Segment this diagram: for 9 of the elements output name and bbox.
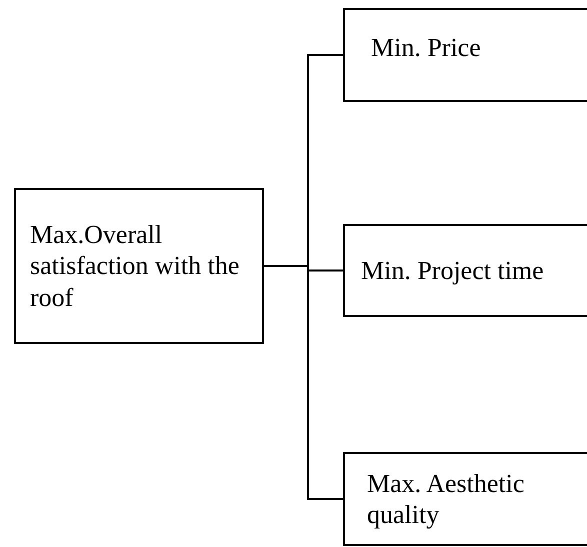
goal-text: Min. Project time — [361, 254, 544, 286]
goal-text: Min. Price — [371, 32, 481, 64]
connector-line — [264, 265, 343, 500]
goal-text: Max.Overall satisfaction with the roof — [30, 219, 240, 313]
goal-box — [343, 224, 587, 317]
goal-box — [14, 188, 264, 344]
goal-box — [343, 8, 587, 102]
goal-box — [343, 452, 587, 546]
goal-text: Max. Aesthetic quality — [367, 468, 526, 530]
